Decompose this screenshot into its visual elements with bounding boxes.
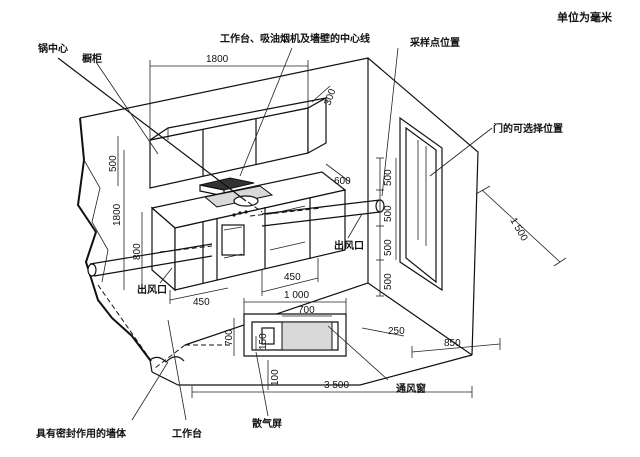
door-position-label: 门的可选择位置 [493, 122, 563, 135]
dim-counter-depth: 600 [334, 176, 351, 187]
dimension-lines [117, 60, 567, 398]
sample-point-label: 采样点位置 [409, 36, 460, 49]
door [399, 116, 443, 292]
countertop-unit [150, 171, 347, 292]
dim-gap-250: 250 [388, 326, 405, 337]
dim-heater-700w: 700 [298, 305, 315, 316]
dim-cabinet-width: 1800 [206, 54, 229, 65]
dim-heater-100: 100 [270, 369, 281, 386]
dim-sample-500d: 500 [383, 273, 394, 290]
dim-counter-left: 450 [193, 297, 210, 308]
sealed-wall-label: 具有密封作用的墙体 [35, 427, 127, 440]
dim-cabinet-height: 500 [108, 155, 119, 172]
outlet-right-label: 出风口 [334, 239, 364, 252]
countertop-label: 工作台 [172, 427, 202, 440]
dim-floor-3500: 3 500 [324, 380, 349, 391]
unit-note: 单位为毫米 [557, 10, 613, 24]
wok-centerline [57, 47, 293, 213]
dim-wall-height: 1800 [112, 203, 123, 226]
dim-sample-500b: 500 [383, 205, 394, 222]
dim-sample-500c: 500 [383, 239, 394, 256]
outlet-left-label: 出风口 [137, 283, 167, 296]
vent-window-label: 通风窗 [396, 382, 426, 395]
wall-cabinet [149, 96, 327, 189]
dim-heater-150: 150 [258, 333, 269, 350]
dim-heater-700h: 700 [224, 329, 235, 346]
leader-lines [95, 47, 493, 421]
cabinet-label: 橱柜 [82, 52, 102, 65]
wok-center-label: 锅中心 [38, 42, 68, 55]
centerline-label: 工作台、吸油烟机及墙壁的中心线 [220, 32, 370, 45]
dim-counter-height: 800 [132, 243, 143, 260]
dim-gap-850: 850 [444, 338, 461, 349]
range-hood [199, 177, 255, 197]
dim-heater-1000: 1 000 [284, 290, 309, 301]
heater-label: 散气屏 [252, 417, 282, 430]
dim-counter-right: 450 [284, 272, 301, 283]
dim-sample-500a: 500 [383, 169, 394, 186]
heater-screen [243, 313, 347, 357]
outlet-ducts [87, 199, 385, 277]
dim-side-1500: 1 500 [507, 216, 529, 244]
